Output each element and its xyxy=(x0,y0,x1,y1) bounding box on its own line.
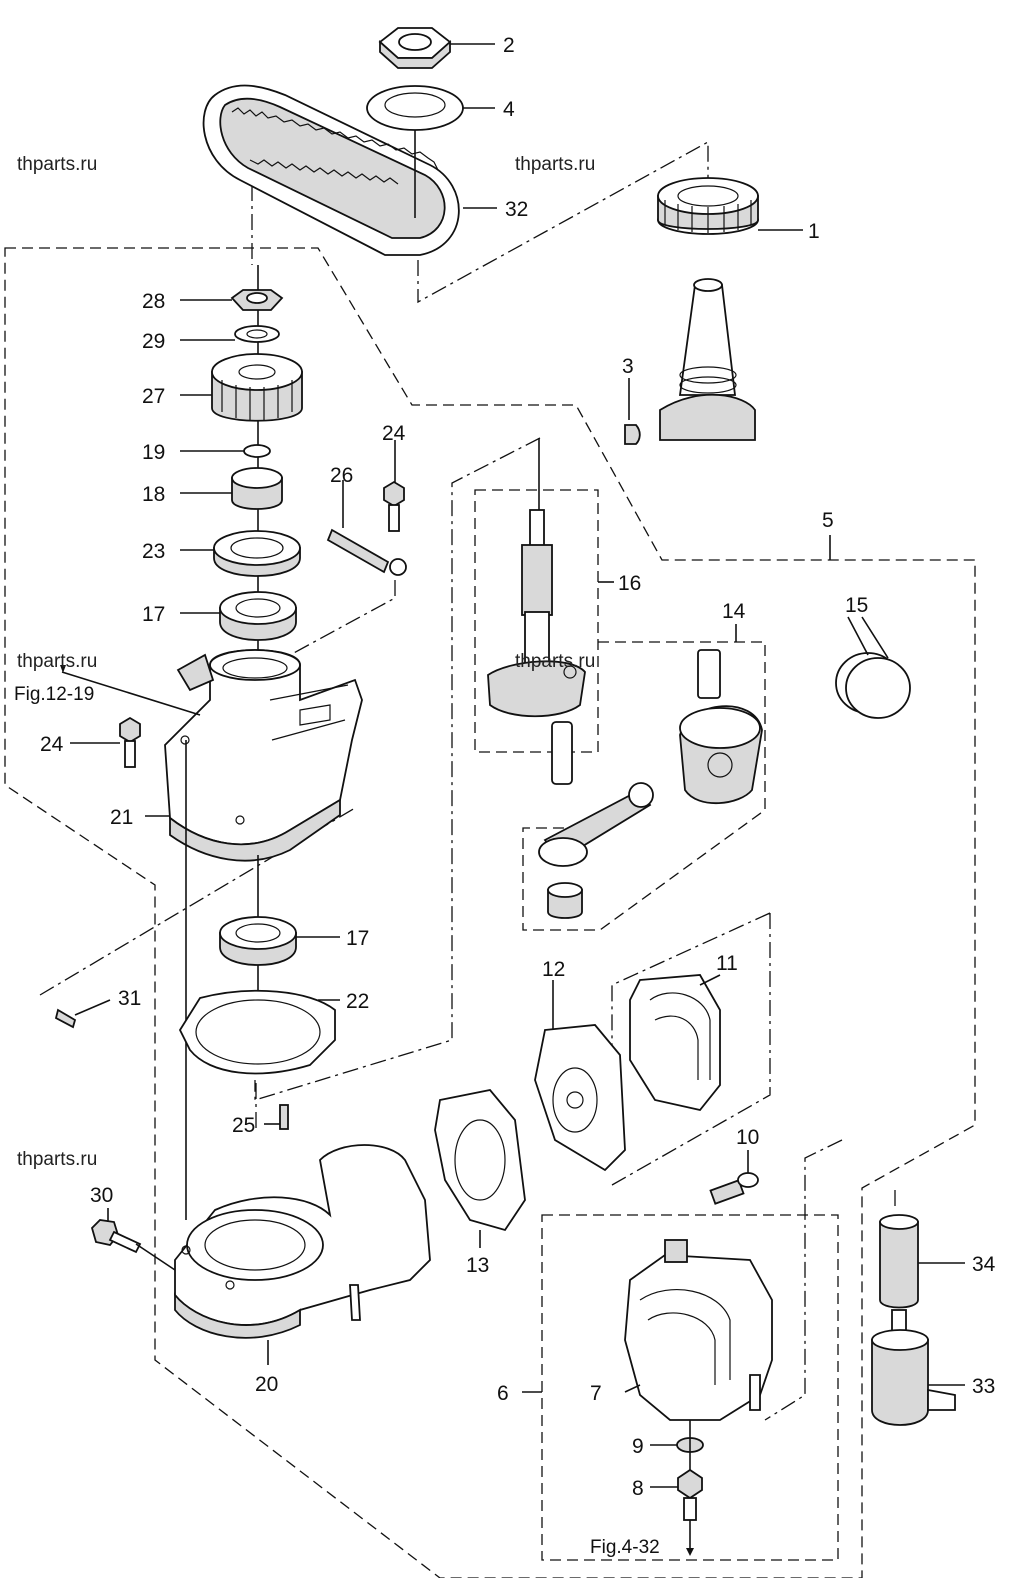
callout-5: 5 xyxy=(822,509,834,532)
connecting-rod xyxy=(538,782,654,867)
bolt-upper xyxy=(383,480,405,532)
callout-29: 29 xyxy=(142,330,165,353)
callout-33: 33 xyxy=(972,1375,995,1398)
grease-nipple xyxy=(677,1468,703,1521)
callout-8: 8 xyxy=(632,1477,644,1500)
needle-bearing xyxy=(547,882,583,919)
watermark-top-left: thparts.ru xyxy=(17,154,97,175)
callout-6: 6 xyxy=(497,1382,509,1405)
callout-19: 19 xyxy=(142,441,165,464)
callout-11: 11 xyxy=(716,952,738,975)
valve-plate-gasket xyxy=(629,974,721,1112)
case-bolt xyxy=(90,1219,142,1254)
cylinder-gasket xyxy=(434,1089,526,1232)
lock-washer xyxy=(234,325,280,343)
callout-32: 32 xyxy=(505,198,528,221)
callout-15: 15 xyxy=(845,594,868,617)
callout-24-upper: 24 xyxy=(382,422,406,445)
valve-plate xyxy=(534,1024,626,1172)
upper-ball-bearing xyxy=(219,591,297,641)
knock-pin xyxy=(279,1104,289,1130)
callout-10: 10 xyxy=(736,1126,759,1149)
fig-reference-12-19: Fig.12-19 xyxy=(14,684,94,705)
hose-nipple xyxy=(709,1172,759,1205)
bolt-left xyxy=(119,716,141,768)
flywheel-pulley xyxy=(657,177,759,235)
case-gasket xyxy=(178,989,336,1075)
ground-strap xyxy=(326,528,407,576)
fig-4-32-arrow xyxy=(686,1548,694,1556)
watermark-top-center: thparts.ru xyxy=(515,154,595,175)
callout-13: 13 xyxy=(466,1254,489,1277)
callout-26: 26 xyxy=(330,464,353,487)
callout-28: 28 xyxy=(142,290,165,313)
callout-27: 27 xyxy=(142,385,165,408)
dowel-pin xyxy=(54,1008,77,1029)
callout-17-upper: 17 xyxy=(142,603,165,626)
watermark-mid-center: thparts.ru xyxy=(515,651,595,672)
crankshaft xyxy=(487,509,586,718)
callout-23: 23 xyxy=(142,540,165,563)
pump-case-upper xyxy=(164,649,363,862)
assembly-14-boundary xyxy=(522,641,766,931)
crank-pin xyxy=(551,721,573,785)
oil-seal xyxy=(213,530,301,577)
small-washer xyxy=(243,444,271,458)
fuel-filter-sleeve xyxy=(879,1214,919,1309)
pulley-nut xyxy=(230,289,284,311)
callout-7: 7 xyxy=(590,1382,602,1405)
bearing-cap xyxy=(231,467,283,510)
piston xyxy=(679,705,763,805)
pump-case-lower xyxy=(174,1144,431,1339)
assembly-16-boundary xyxy=(474,489,599,753)
fig-reference-4-32: Fig.4-32 xyxy=(590,1537,660,1558)
timing-belt xyxy=(202,84,460,256)
callout-22: 22 xyxy=(346,990,369,1013)
assembly-6-boundary xyxy=(541,1214,839,1561)
callout-14: 14 xyxy=(722,600,746,623)
woodruff-key xyxy=(624,424,641,445)
callout-3: 3 xyxy=(622,355,634,378)
assembly-leader-dashes xyxy=(39,140,896,1421)
callout-25: 25 xyxy=(232,1114,255,1137)
fuel-filter xyxy=(871,1309,956,1426)
callout-24-left: 24 xyxy=(40,733,64,756)
callout-2: 2 xyxy=(503,34,515,57)
crankshaft-taper xyxy=(659,278,756,441)
callout-21: 21 xyxy=(110,806,133,829)
callout-30: 30 xyxy=(90,1184,113,1207)
top-nut xyxy=(378,27,452,69)
callout-12: 12 xyxy=(542,958,565,981)
watermark-lower-left: thparts.ru xyxy=(17,1149,97,1170)
callout-34: 34 xyxy=(972,1253,996,1276)
callout-4: 4 xyxy=(503,98,515,121)
callout-1: 1 xyxy=(808,220,820,243)
callout-9: 9 xyxy=(632,1435,644,1458)
callout-17-lower: 17 xyxy=(346,927,369,950)
lower-ball-bearing xyxy=(219,916,297,966)
callout-20: 20 xyxy=(255,1373,278,1396)
callout-31: 31 xyxy=(118,987,141,1010)
drive-gear xyxy=(211,353,303,422)
callout-18: 18 xyxy=(142,483,165,506)
piston-rings xyxy=(835,652,911,719)
callout-leaders xyxy=(60,43,965,1488)
top-washer xyxy=(366,85,464,131)
callout-16: 16 xyxy=(618,572,641,595)
piston-pin xyxy=(697,649,721,699)
watermark-mid-left: thparts.ru xyxy=(17,651,97,672)
pump-cover xyxy=(624,1239,773,1421)
